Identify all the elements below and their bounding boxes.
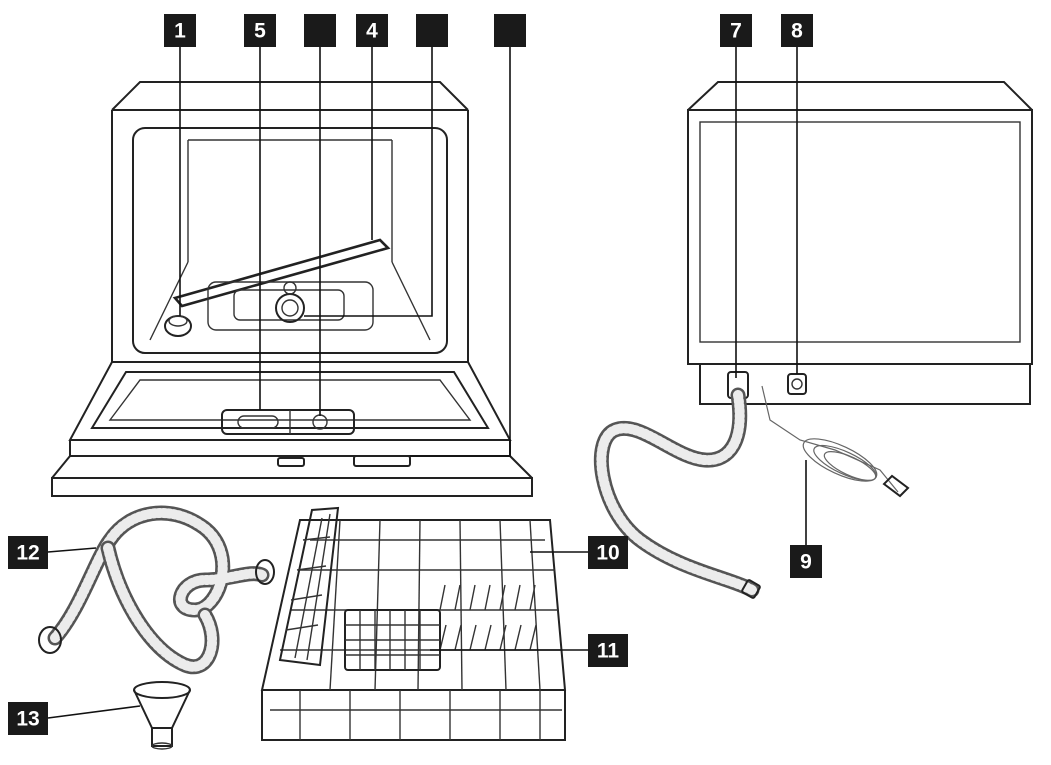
svg-text:7: 7 (730, 20, 742, 43)
dish-rack (260, 506, 567, 741)
svg-text:9: 9 (800, 551, 812, 574)
callout-1: 1 (164, 14, 196, 47)
callout-11: 11 (588, 634, 628, 667)
svg-text:13: 13 (16, 708, 39, 731)
callout-blank-3 (416, 14, 448, 47)
callout-5: 5 (244, 14, 276, 47)
svg-text:11: 11 (597, 640, 620, 663)
svg-text:1: 1 (174, 20, 186, 43)
callout-blank-6 (494, 14, 526, 47)
callout-12: 12 (8, 536, 48, 569)
svg-text:10: 10 (596, 542, 619, 565)
dishwasher-back-view (687, 81, 1033, 498)
callout-blank-2 (304, 14, 336, 47)
callout-10: 10 (588, 536, 628, 569)
inlet-hose (38, 505, 275, 675)
dishwasher-front-view (51, 81, 533, 497)
drain-hose-attached (593, 387, 761, 599)
leader-lines (47, 47, 807, 719)
svg-text:8: 8 (791, 20, 803, 43)
callout-13: 13 (8, 702, 48, 735)
svg-text:4: 4 (366, 20, 378, 43)
callout-9: 9 (790, 545, 822, 578)
callout-7: 7 (720, 14, 752, 47)
callout-8: 8 (781, 14, 813, 47)
callout-4: 4 (356, 14, 388, 47)
svg-text:5: 5 (254, 20, 266, 43)
salt-funnel (133, 681, 191, 750)
svg-text:12: 12 (16, 542, 39, 565)
